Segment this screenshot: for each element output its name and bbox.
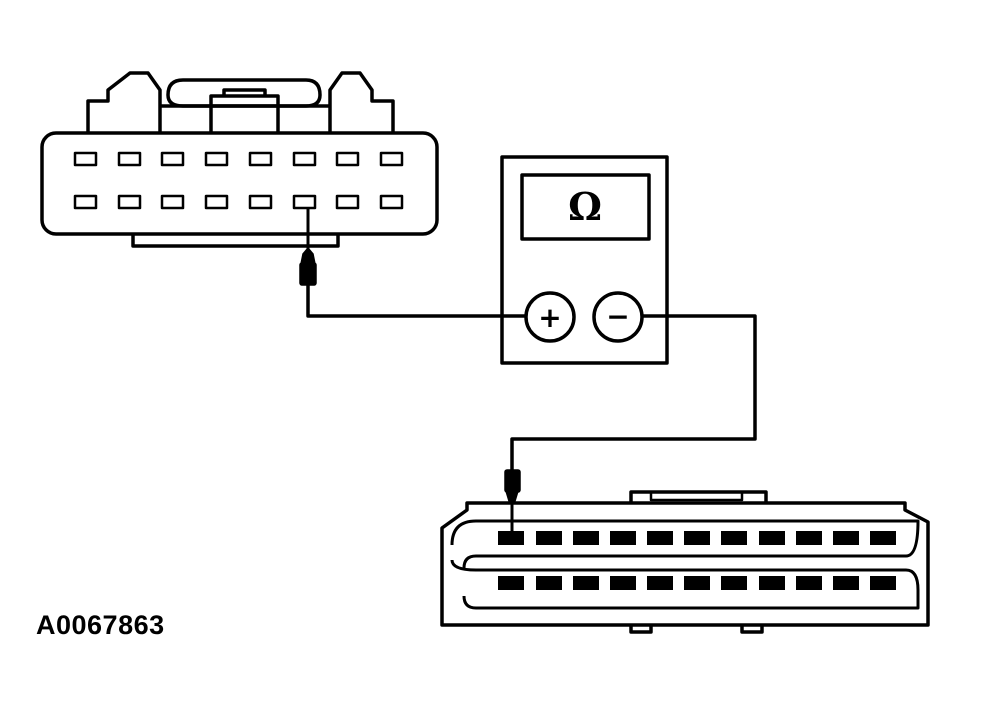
connector-top-pins-row1 — [73, 151, 404, 167]
positive-lead-wire — [306, 266, 526, 318]
connector-top-latch — [86, 71, 395, 133]
positive-probe-tip-hood — [300, 246, 316, 265]
connector-top-flange — [131, 234, 340, 248]
connector-bottom-pins-row2 — [498, 576, 896, 590]
connector-top-hood — [166, 78, 322, 108]
connector-bottom-feet — [629, 625, 764, 634]
connector-top — [40, 71, 439, 248]
connector-bottom-pins — [498, 531, 896, 590]
multimeter-ohm-symbol: Ω — [568, 184, 602, 229]
connector-bottom — [440, 490, 930, 634]
connector-top-probed-pin — [292, 194, 317, 210]
connector-top-lock — [209, 94, 280, 133]
connector-bottom-probed-pin — [498, 531, 524, 545]
connector-bottom-rib-lower — [450, 559, 920, 610]
negative-lead-wire — [510, 314, 757, 476]
multimeter-body — [500, 155, 669, 365]
multimeter-display — [520, 173, 651, 241]
connector-top-body — [40, 131, 439, 236]
positive-probe-body — [299, 262, 317, 286]
multimeter-plus-label: + — [538, 301, 561, 334]
multimeter — [500, 155, 669, 365]
connector-bottom-rib-upper — [450, 519, 920, 569]
connector-bottom-pins-row1 — [498, 531, 896, 545]
connector-bottom-lock — [629, 490, 768, 503]
negative-probe-body — [504, 469, 521, 493]
connector-top-pins-row2 — [73, 194, 404, 210]
multimeter-minus-label: − — [606, 300, 629, 333]
connector-top-lock-cap — [222, 88, 267, 96]
connector-bottom-body — [440, 501, 930, 627]
figure-id: A0067863 — [36, 610, 165, 640]
negative-probe-tip-hood — [504, 490, 520, 502]
connector-bottom-lock-inner — [649, 492, 744, 502]
